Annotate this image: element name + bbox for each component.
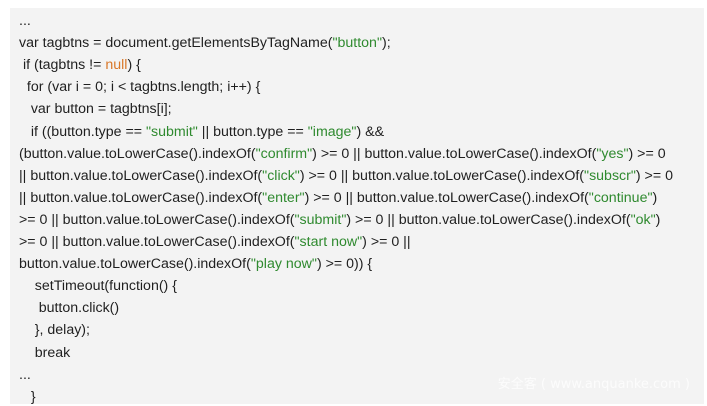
code-line: } — [19, 386, 36, 404]
code-text: ) { — [127, 57, 141, 74]
code-text: if ((button.type == — [19, 123, 146, 140]
code-text: ) >= 0 || — [362, 234, 411, 250]
code-text: setTimeout(function() { — [19, 278, 177, 295]
code-line: var button = tagbtns[i]; — [19, 98, 172, 120]
code-line: button.value.toLowerCase().indexOf("play… — [19, 253, 372, 275]
code-line: for (var i = 0; i < tagbtns.length; i++)… — [19, 76, 260, 98]
code-text: if (tagbtns != — [19, 57, 106, 74]
code-text: break — [19, 344, 71, 361]
code-text: ) >= 0 || button.value.toLowerCase().ind… — [304, 189, 589, 206]
code-string: "yes" — [596, 145, 629, 162]
code-line: button.click() — [19, 297, 119, 319]
code-string: "ok" — [630, 211, 656, 228]
code-text: (button.value.toLowerCase().indexOf( — [19, 145, 256, 162]
code-string: "click" — [262, 167, 300, 184]
code-text: button.value.toLowerCase().indexOf( — [19, 256, 251, 273]
code-text: for (var i = 0; i < tagbtns.length; i++)… — [19, 79, 261, 96]
code-text: ) — [655, 211, 661, 228]
code-text: }, delay); — [19, 322, 90, 339]
code-text: ) >= 0 — [628, 145, 666, 162]
code-string: "image" — [307, 123, 357, 140]
code-line: || button.value.toLowerCase().indexOf("e… — [19, 187, 657, 209]
code-line: if ((button.type == "submit" || button.t… — [19, 121, 384, 143]
code-text: ) && — [356, 123, 385, 140]
code-text: >= 0 || button.value.toLowerCase().index… — [19, 211, 295, 228]
code-string: "submit" — [294, 211, 347, 228]
code-text: ) >= 0 || button.value.toLowerCase().ind… — [299, 167, 585, 184]
code-string: "confirm" — [255, 145, 313, 162]
code-text: ); — [382, 35, 391, 52]
code-text: ) >= 0 — [635, 167, 673, 184]
code-line: ... — [19, 10, 31, 32]
code-line: break — [19, 342, 71, 364]
code-text: var tagbtns = document.getElementsByTagN… — [19, 35, 333, 52]
code-text: >= 0 || button.value.toLowerCase().index… — [19, 234, 295, 250]
code-string: "submit" — [145, 123, 198, 140]
code-line: var tagbtns = document.getElementsByTagN… — [19, 32, 391, 54]
code-string: "start now" — [294, 234, 363, 250]
code-string: "button" — [332, 35, 382, 52]
code-text: ... — [19, 13, 31, 29]
code-text: || button.value.toLowerCase().indexOf( — [19, 189, 263, 206]
code-text: } — [19, 388, 36, 404]
code-line: >= 0 || button.value.toLowerCase().index… — [19, 209, 660, 231]
code-line: >= 0 || button.value.toLowerCase().index… — [19, 231, 411, 253]
code-text: ) >= 0 || button.value.toLowerCase().ind… — [312, 145, 597, 162]
code-keyword: null — [105, 57, 128, 74]
code-string: "continue" — [588, 189, 653, 206]
watermark: 安全客 ( www.anquanke.com ) — [497, 377, 690, 392]
code-text: ) >= 0 || button.value.toLowerCase().ind… — [346, 211, 631, 228]
code-line: ... — [19, 364, 31, 386]
code-text: var button = tagbtns[i]; — [19, 101, 172, 118]
code-text: || button.value.toLowerCase().indexOf( — [19, 167, 263, 184]
code-line: setTimeout(function() { — [19, 275, 177, 297]
code-text: ) >= 0)) { — [316, 256, 373, 273]
code-line: (button.value.toLowerCase().indexOf("con… — [19, 143, 666, 165]
code-line: }, delay); — [19, 319, 90, 341]
code-line: || button.value.toLowerCase().indexOf("c… — [19, 165, 673, 187]
code-string: "subscr" — [584, 167, 636, 184]
code-block: ... var tagbtns = document.getElementsByT… — [10, 8, 704, 404]
code-string: "play now" — [250, 256, 317, 273]
code-text: ... — [19, 366, 31, 383]
code-text: || button.type == — [197, 123, 308, 140]
code-text: ) — [652, 189, 658, 206]
code-text: button.click() — [19, 300, 120, 317]
code-line: if (tagbtns != null) { — [19, 54, 141, 76]
code-string: "enter" — [262, 189, 305, 206]
